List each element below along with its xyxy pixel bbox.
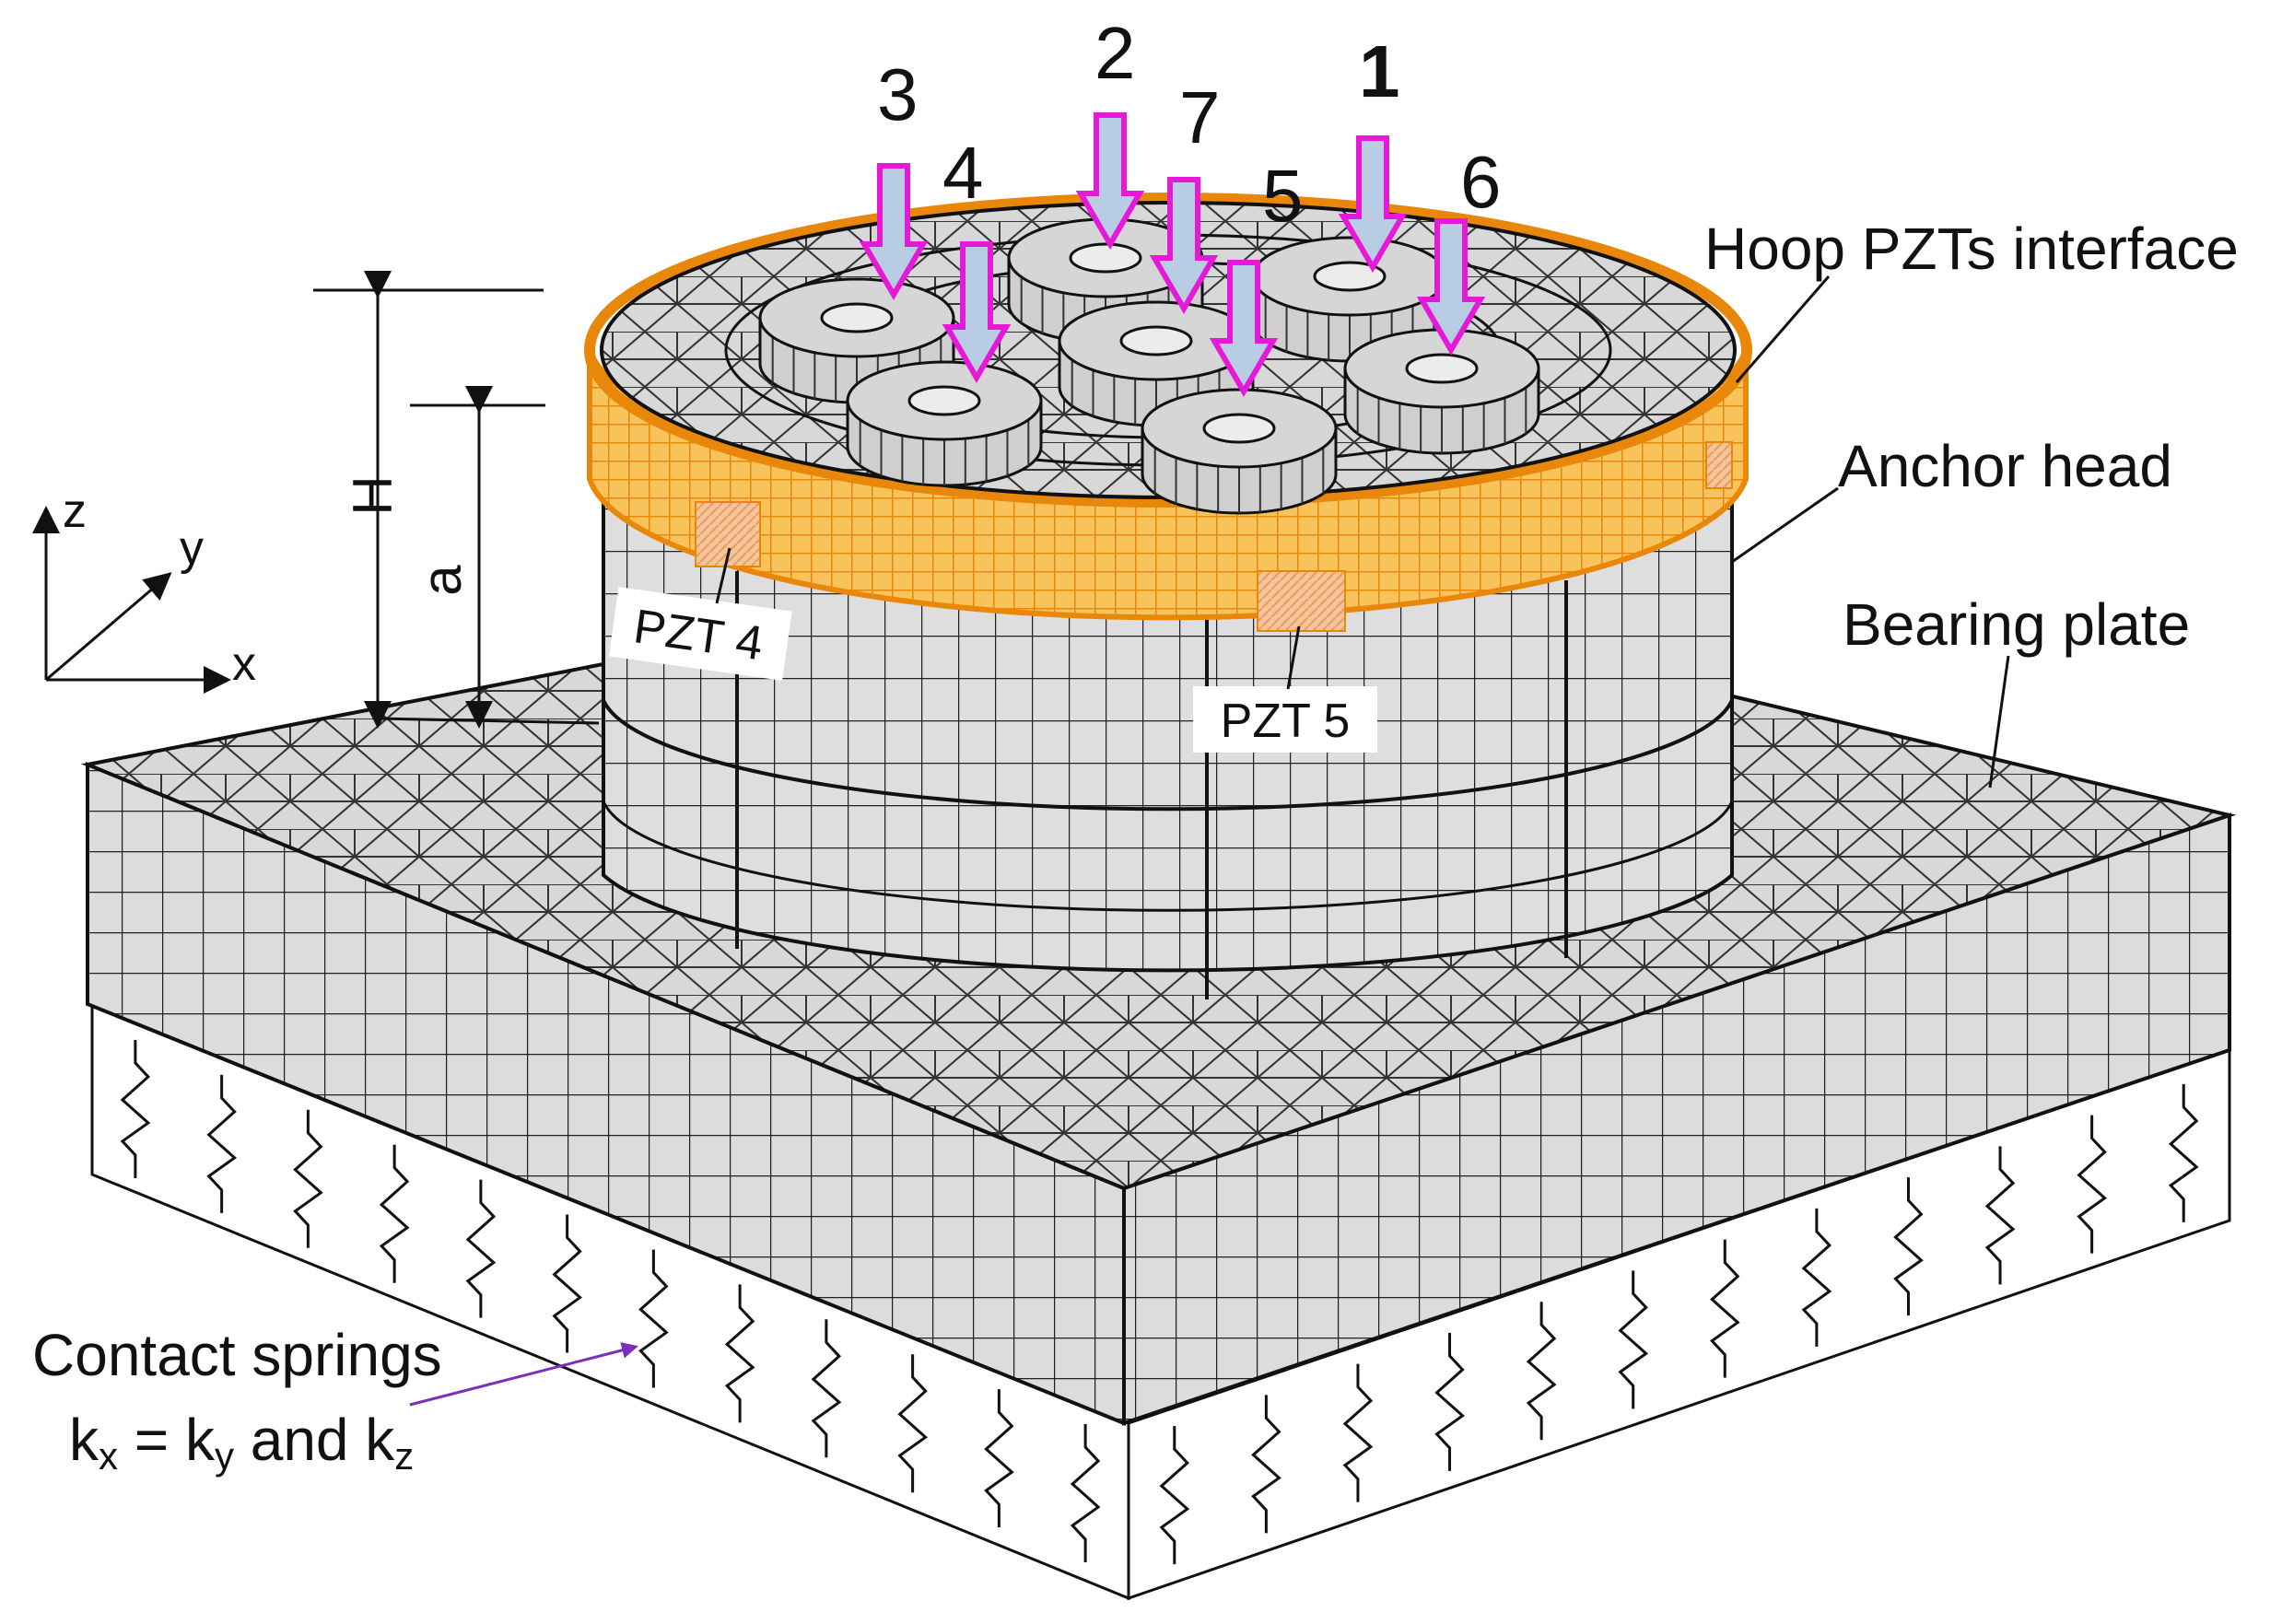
spring-symbol (724, 1284, 755, 1423)
pzt5-label-box: PZT 5 (1193, 686, 1377, 753)
load-arrow-4 (942, 241, 1012, 383)
spring-symbol (897, 1354, 929, 1493)
load-arrow-1 (1338, 135, 1408, 273)
spring-symbol (1434, 1332, 1465, 1471)
strand-label-4: 4 (942, 132, 984, 214)
spring-symbol (552, 1214, 583, 1353)
axis-x-label: x (232, 637, 256, 691)
spring-symbol (120, 1039, 151, 1178)
spring-symbol (1893, 1177, 1924, 1316)
spring-symbol (1342, 1363, 1374, 1502)
wedge-7 (1141, 388, 1338, 515)
svg-text:PZT 5: PZT 5 (1221, 695, 1351, 748)
load-arrow-3 (859, 163, 929, 300)
spring-symbol (465, 1179, 497, 1318)
dimension-H-label: H (342, 475, 404, 515)
bearing-plate-leader (1988, 655, 2010, 789)
spring-symbol (1070, 1424, 1101, 1563)
spring-symbol (638, 1249, 669, 1388)
strand-label-7: 7 (1179, 76, 1221, 158)
anchor-head-label: Anchor head (1838, 433, 2172, 499)
load-arrow-5 (1209, 260, 1279, 397)
spring-symbol (1251, 1395, 1281, 1534)
spring-symbol (1618, 1270, 1649, 1409)
spring-symbol (1801, 1208, 1832, 1347)
pzt5-leader (1286, 625, 1301, 690)
strand-label-2: 2 (1094, 12, 1136, 94)
contact-springs-label: Contact springs (32, 1322, 442, 1388)
coordinate-axes: z y x (32, 485, 256, 694)
wedge-6 (846, 360, 1043, 487)
wedges (758, 217, 1540, 515)
strand-label-3: 3 (877, 53, 919, 135)
bearing-plate-label: Bearing plate (1843, 591, 2190, 658)
contact-springs-layer (90, 1001, 2231, 1601)
strand-label-5: 5 (1262, 155, 1304, 237)
dimension-lines: H a (313, 271, 600, 729)
pzt5-patch (1257, 570, 1346, 632)
hoop-pzts-interface-leader (1735, 275, 1831, 383)
contact-springs-callout: Contact springs kx = ky and kz (32, 1322, 638, 1478)
axis-y-label: y (180, 521, 204, 575)
spring-symbol (1159, 1426, 1190, 1565)
strand-label-1: 1 (1359, 30, 1400, 112)
pzt-edge-patch (1705, 441, 1733, 489)
hoop-pzts-interface-label: Hoop PZTs interface (1704, 216, 2239, 282)
pzt4-leader (715, 547, 731, 604)
load-arrow-6 (1416, 218, 1486, 356)
spring-symbol (811, 1319, 842, 1458)
spring-symbol (379, 1144, 410, 1283)
spring-symbol (1710, 1239, 1740, 1378)
spring-symbol (2077, 1115, 2108, 1254)
pzt4-label-box: PZT 4 (608, 587, 792, 681)
axis-z-label: z (63, 485, 87, 538)
spring-symbol (2168, 1083, 2199, 1222)
spring-symbol (1984, 1146, 2016, 1285)
contact-springs-leader (409, 1342, 638, 1407)
load-arrow-7 (1149, 177, 1219, 314)
spring-stiffness-label: kx = ky and kz (69, 1407, 414, 1478)
dimension-a-label: a (411, 565, 473, 596)
strand-load-arrows (859, 112, 1486, 397)
spring-symbol (1526, 1302, 1557, 1441)
load-arrow-2 (1075, 112, 1145, 250)
strand-label-6: 6 (1460, 141, 1502, 223)
anchor-head-leader (1731, 486, 1839, 564)
spring-symbols (120, 1039, 2199, 1565)
spring-symbol (293, 1109, 323, 1248)
wedge-4 (1058, 300, 1255, 427)
wedge-5 (1343, 328, 1540, 455)
spring-symbol (206, 1074, 238, 1213)
spring-symbol (984, 1389, 1014, 1528)
